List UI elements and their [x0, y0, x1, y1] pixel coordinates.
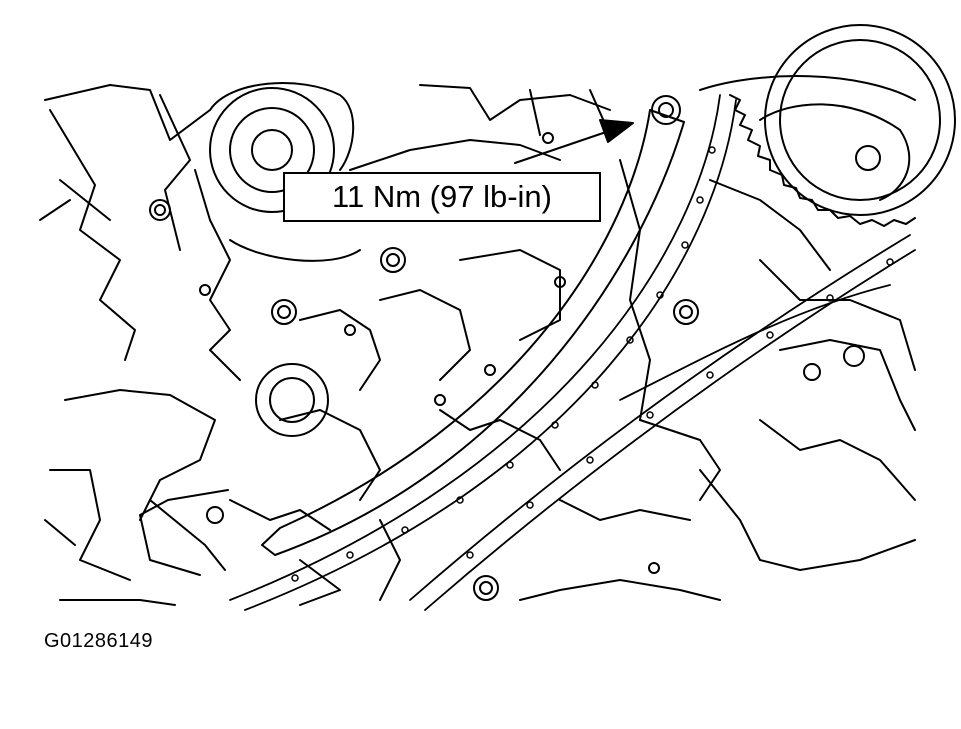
torque-callout-text: 11 Nm (97 lb-in) — [332, 179, 552, 214]
torque-callout: 11 Nm (97 lb-in) — [283, 172, 601, 222]
engine-block-outline — [39, 75, 916, 606]
figure-id: G01286149 — [44, 630, 154, 652]
chain-links — [291, 146, 894, 582]
pulley — [209, 87, 335, 437]
bolts — [149, 95, 865, 601]
chain-guide — [139, 109, 685, 576]
torque-arrow — [514, 119, 634, 164]
timing-chain — [229, 94, 916, 611]
sprocket-gear — [729, 24, 956, 227]
